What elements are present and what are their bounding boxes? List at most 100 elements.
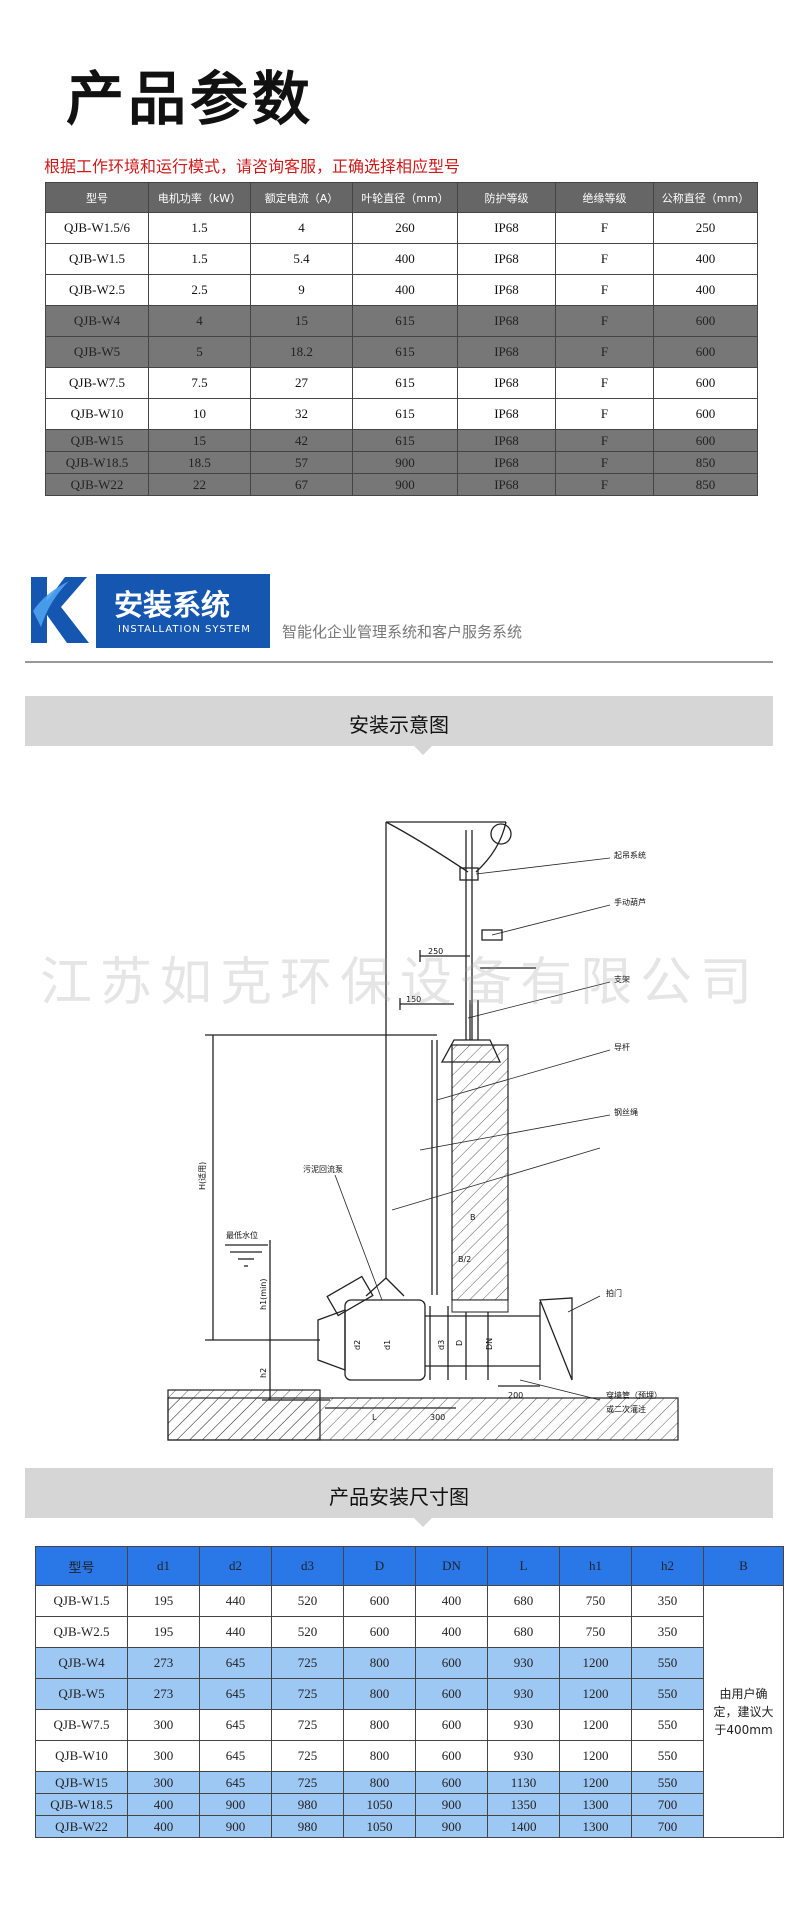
spec-cell: QJB-W15	[45, 429, 149, 452]
spec-cell: 32	[250, 398, 353, 430]
dims-cell: 725	[271, 1709, 344, 1741]
spec-cell: 18.5	[148, 451, 251, 474]
spec-cell: 5	[148, 336, 251, 368]
dims-cell: 440	[199, 1585, 272, 1617]
spec-col-insulation: 绝缘等级	[555, 182, 654, 213]
dims-cell: 750	[559, 1616, 632, 1648]
dims-cell: 645	[199, 1709, 272, 1741]
spec-cell: QJB-W5	[45, 336, 149, 368]
dims-cell: 600	[343, 1616, 416, 1648]
spec-cell: 4	[148, 305, 251, 337]
dims-cell: 400	[415, 1585, 488, 1617]
dims-col-L: L	[487, 1546, 560, 1586]
spec-cell: F	[555, 398, 654, 430]
dims-cell: 273	[127, 1647, 200, 1679]
dims-cell: 1300	[559, 1815, 632, 1838]
spec-cell: 67	[250, 473, 353, 496]
label-250: 250	[428, 947, 443, 956]
spec-cell: IP68	[457, 398, 556, 430]
spec-cell: 260	[352, 212, 458, 244]
dims-cell: QJB-W5	[35, 1678, 128, 1710]
dims-cell: 400	[415, 1616, 488, 1648]
pump-propeller	[317, 1309, 346, 1371]
spec-cell: QJB-W2.5	[45, 274, 149, 306]
crane-arm-right	[475, 821, 507, 873]
spec-cell: 4	[250, 212, 353, 244]
spec-cell: IP68	[457, 336, 556, 368]
spec-cell: IP68	[457, 243, 556, 275]
spec-cell: 42	[250, 429, 353, 452]
band-notch	[413, 1517, 433, 1527]
spec-cell: F	[555, 451, 654, 474]
spec-col-current: 额定电流（A）	[250, 182, 353, 213]
installation-tagline: 智能化企业管理系统和客户服务系统	[282, 623, 523, 641]
dims-cell: 900	[199, 1793, 272, 1816]
spec-cell: 400	[653, 274, 758, 306]
spec-col-power: 电机功率（kW）	[148, 182, 251, 213]
diagram-section-title: 安装示意图	[349, 713, 449, 737]
spec-cell: 615	[352, 367, 458, 399]
label-guide: 导杆	[614, 1042, 630, 1052]
b-note-cell: 由用户确定，建议大于400mm	[703, 1585, 784, 1838]
dims-cell: 273	[127, 1678, 200, 1710]
spec-cell: F	[555, 305, 654, 337]
label-d2: d2	[353, 1340, 362, 1350]
spec-cell: IP68	[457, 367, 556, 399]
label-200: 200	[508, 1391, 523, 1400]
dims-cell: 300	[127, 1709, 200, 1741]
dims-cell: 800	[343, 1678, 416, 1710]
spec-cell: 57	[250, 451, 353, 474]
dims-cell: 600	[415, 1771, 488, 1794]
spec-col-impeller: 叶轮直径（mm）	[352, 182, 458, 213]
watermark-text: 江苏如克环保设备有限公司	[39, 953, 760, 1013]
dims-cell: 1200	[559, 1771, 632, 1794]
label-B: B	[470, 1213, 476, 1222]
dims-cell: 350	[631, 1616, 704, 1648]
pulley	[490, 823, 512, 845]
spec-cell: 5.4	[250, 243, 353, 275]
crane-arm-left	[385, 821, 469, 873]
band-notch	[413, 745, 433, 755]
dims-cell: 1200	[559, 1740, 632, 1772]
dims-cell: 550	[631, 1709, 704, 1741]
dims-cell: QJB-W22	[35, 1815, 128, 1838]
spec-cell: 600	[653, 398, 758, 430]
dims-cell: 600	[415, 1678, 488, 1710]
label-d1: d1	[383, 1340, 392, 1350]
dims-cell: 550	[631, 1678, 704, 1710]
dims-cell: 930	[487, 1709, 560, 1741]
spec-cell: F	[555, 367, 654, 399]
dims-col-h2: h2	[631, 1546, 704, 1586]
dims-cell: 550	[631, 1647, 704, 1679]
dims-cell: 750	[559, 1585, 632, 1617]
dims-cell: 440	[199, 1616, 272, 1648]
installation-diagram: 起吊系统 手动葫芦 支架 导杆 钢丝绳 污泥回流泵 最低水位 拍门 穿墙管（预埋…	[167, 821, 679, 1441]
dims-cell: 800	[343, 1647, 416, 1679]
spec-cell: 15	[250, 305, 353, 337]
dims-col-model: 型号	[35, 1546, 128, 1586]
installation-subtitle: INSTALLATION SYSTEM	[118, 624, 251, 635]
dims-cell: 800	[343, 1771, 416, 1794]
spec-cell: QJB-W1.5/6	[45, 212, 149, 244]
dims-header-row: 型号 d1 d2 d3 D DN L h1 h2 B	[35, 1546, 784, 1586]
spec-cell: QJB-W7.5	[45, 367, 149, 399]
spec-cell: 600	[653, 305, 758, 337]
page-title: 产品参数	[66, 65, 315, 133]
dims-cell: 1130	[487, 1771, 560, 1794]
dims-col-B: B	[703, 1546, 784, 1586]
spec-cell: 27	[250, 367, 353, 399]
dims-col-h1: h1	[559, 1546, 632, 1586]
dims-cell: 600	[415, 1740, 488, 1772]
spec-cell: IP68	[457, 274, 556, 306]
spec-cell: 900	[352, 473, 458, 496]
label-H: H(适用)	[197, 1162, 207, 1190]
